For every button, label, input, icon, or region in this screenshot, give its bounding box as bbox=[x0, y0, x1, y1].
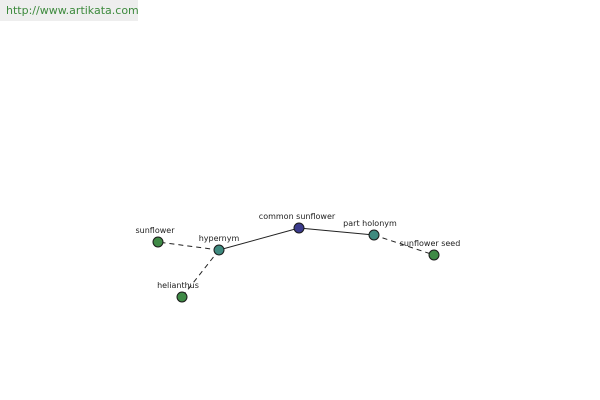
node-hypernym[interactable] bbox=[213, 244, 225, 256]
node-helianthus[interactable] bbox=[176, 291, 188, 303]
url-link[interactable]: http://www.artikata.com bbox=[6, 4, 139, 17]
node-label-common-sunflower[interactable]: common sunflower bbox=[259, 212, 336, 221]
edge-part-holonym-sunflower-seed bbox=[373, 234, 435, 256]
edge-common-sunflower-hypernym bbox=[218, 227, 300, 251]
node-label-helianthus[interactable]: helianthus bbox=[157, 281, 199, 290]
node-label-sunflower[interactable]: sunflower bbox=[136, 226, 176, 235]
edge-common-sunflower-part-holonym bbox=[298, 227, 375, 236]
edge-hypernym-helianthus bbox=[181, 249, 220, 298]
node-label-hypernym[interactable]: hypernym bbox=[199, 234, 240, 243]
node-sunflower-seed[interactable] bbox=[428, 249, 440, 261]
node-part-holonym[interactable] bbox=[368, 229, 380, 241]
node-common-sunflower[interactable] bbox=[293, 222, 305, 234]
node-label-part-holonym[interactable]: part holonym bbox=[343, 219, 397, 228]
edge-hypernym-sunflower bbox=[157, 241, 220, 251]
node-sunflower[interactable] bbox=[152, 236, 164, 248]
url-banner: http://www.artikata.com bbox=[0, 0, 139, 21]
node-label-sunflower-seed[interactable]: sunflower seed bbox=[400, 239, 461, 248]
